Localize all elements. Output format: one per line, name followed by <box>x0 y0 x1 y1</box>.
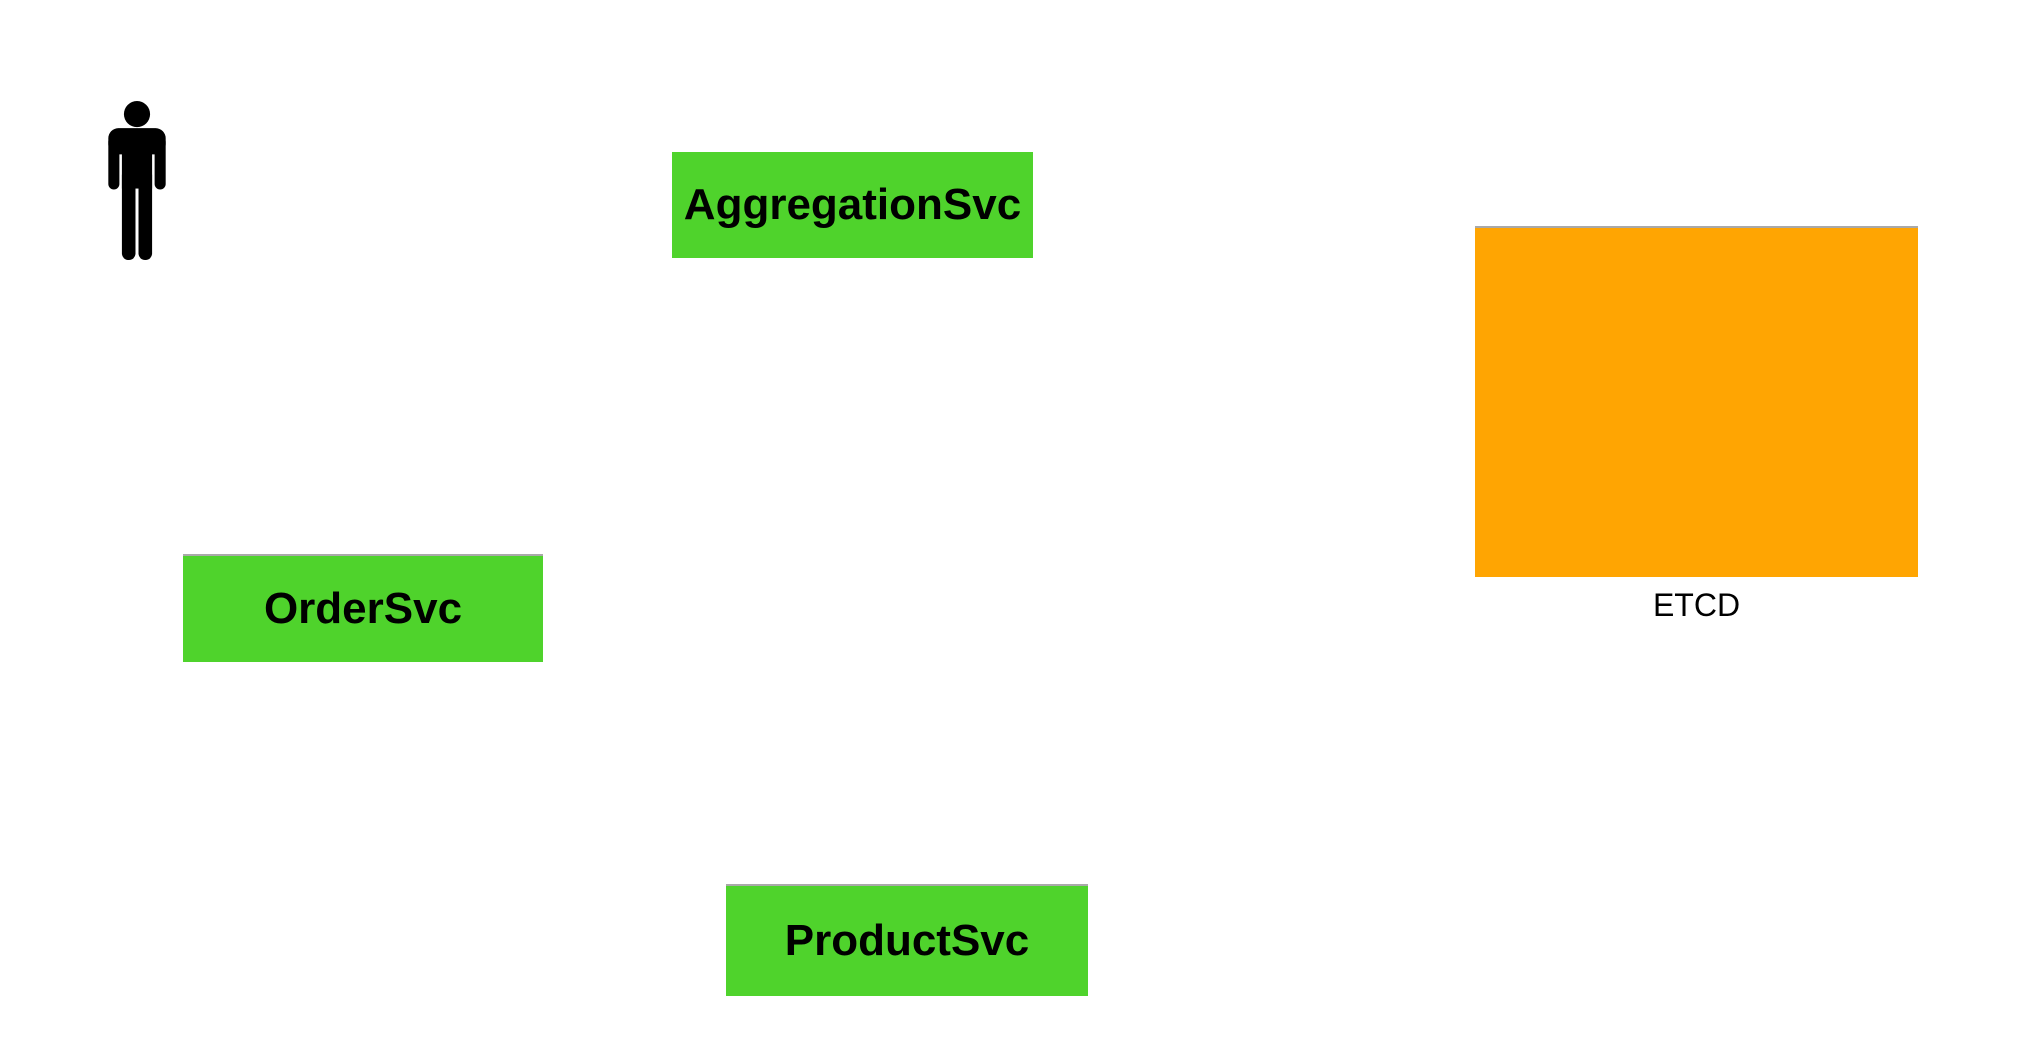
person-icon-graphic <box>108 101 166 260</box>
node-aggregation-svc-label: AggregationSvc <box>683 180 1022 229</box>
node-aggregation-svc[interactable]: AggregationSvc <box>672 152 1033 258</box>
node-etcd-label: ETCD <box>1652 587 1741 623</box>
node-product-svc-label: ProductSvc <box>784 916 1030 965</box>
person-icon[interactable] <box>106 100 168 261</box>
node-etcd[interactable] <box>1475 226 1918 577</box>
node-product-svc[interactable]: ProductSvc <box>726 884 1088 996</box>
node-order-svc-label: OrderSvc <box>263 584 463 633</box>
node-order-svc[interactable]: OrderSvc <box>183 554 543 662</box>
